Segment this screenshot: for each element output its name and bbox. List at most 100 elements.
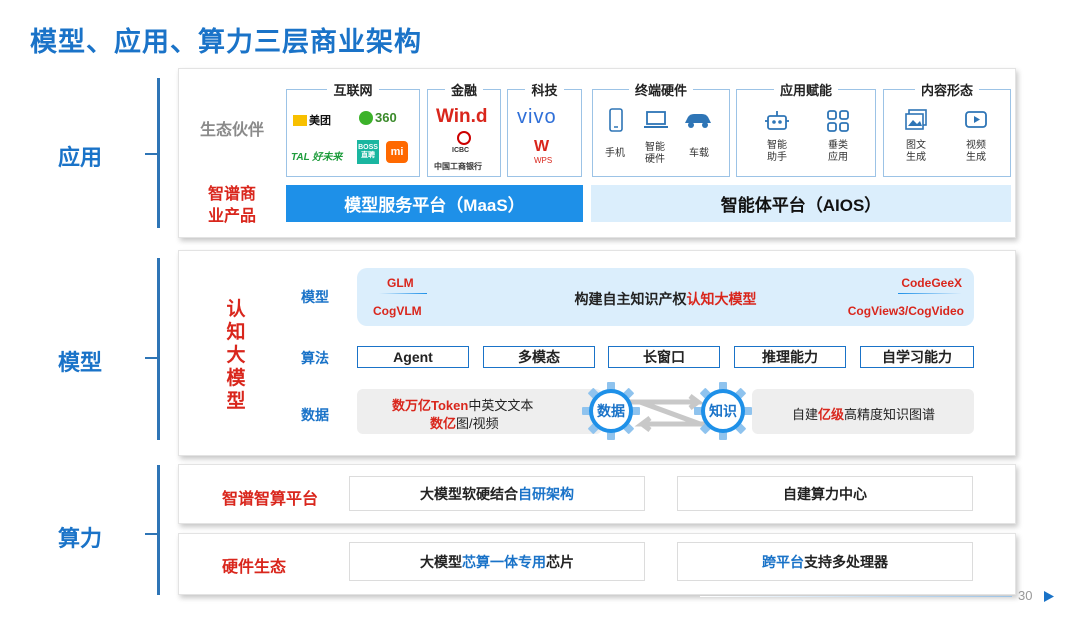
models-pill: GLM CogVLM CodeGeeX CogView3/CogVideo 构建… [357,268,974,326]
data-left-line1: 数万亿Token中英文文本 [392,395,533,414]
algo-self-learning: 自学习能力 [860,346,974,368]
content-item-video: 视频生成 [966,140,986,163]
360-logo-text: 360 [375,110,397,125]
xiaomi-logo: mi [386,141,408,163]
boss-logo: BOSS 直聘 [357,140,379,164]
model-cogvlm: CogVLM [373,304,422,318]
hardware-box-2: 跨平台支持多处理器 [677,542,973,581]
app-bracket-tick [145,153,157,155]
gear-knowledge: 知识 [701,389,745,433]
compute-bracket-tick [145,533,157,535]
compute-platform-box-1-pre: 大模型软硬结合 [420,485,518,502]
data-right-post: 高精度知识图谱 [844,407,936,422]
group-tech-title: 科技 [525,83,564,98]
icbc-logo [457,131,471,145]
cognitive-char-5: 型 [226,391,246,412]
laptop-icon [644,111,668,128]
compute-platform-box-1-highlight: 自研架构 [518,485,574,502]
icbc-cn-text: 中国工商银行 [434,162,482,171]
model-glm: GLM [387,276,414,290]
layer-label-model: 模型 [58,350,103,375]
360-logo: 360 [359,110,397,125]
data-right-highlight: 亿级 [818,407,845,422]
cognitive-char-2: 知 [226,322,246,343]
data-left-line1-highlight: 数万亿Token [392,398,469,413]
terminal-item-vehicle: 车载 [689,148,709,159]
phone-icon [609,108,623,132]
group-internet-title: 互联网 [327,83,379,98]
group-content-title: 内容形态 [914,83,979,98]
algo-long-context: 长窗口 [608,346,720,368]
hardware-box-2-post: 支持多处理器 [804,553,888,570]
aios-platform-bar: 智能体平台（AIOS） [591,185,1011,222]
meituan-logo-text: 美团 [309,115,331,127]
data-right-pill: 自建亿级高精度知识图谱 [752,389,974,434]
model-codegeex: CodeGeeX [901,276,962,290]
gear-data: 数据 [589,389,633,433]
page-number: 30 [1018,588,1033,603]
cognitive-model-label: 认 知 大 模 型 [225,298,247,413]
model-center-text: 构建自主知识产权认知大模型 [357,289,974,309]
compute-platform-box-1: 大模型软硬结合自研架构 [349,476,645,511]
terminal-item-smart-hw: 智能硬件 [645,142,665,165]
group-empower-title: 应用赋能 [773,83,838,98]
hardware-box-1: 大模型芯算一体专用芯片 [349,542,645,581]
page-number-divider [700,596,1012,597]
image-text-icon [905,109,927,130]
group-tech: 科技 vivo W WPS [507,83,582,177]
robot-icon [765,111,789,130]
row-label-model: 模型 [301,289,329,305]
terminal-item-phone: 手机 [605,148,625,159]
partners-label: 生态伙伴 [200,122,265,139]
wps-icon: W [534,138,550,155]
apps-grid-icon [827,110,849,132]
empower-item-vertical: 垂类应用 [828,140,848,163]
model-bracket-tick [145,357,157,359]
next-arrow-icon [1044,591,1054,602]
compute-platform-label: 智谱智算平台 [222,491,319,508]
cognitive-char-1: 认 [226,299,246,320]
boss-logo-text: BOSS 直聘 [358,144,378,159]
cognitive-char-3: 大 [226,345,246,366]
wps-logo-text: WPS [534,156,553,165]
data-left-line2-highlight: 数亿 [430,416,457,431]
page-title: 模型、应用、算力三层商业架构 [30,27,422,57]
meituan-logo: 美团 [293,112,331,128]
model-center-pre: 构建自主知识产权 [574,291,687,307]
icbc-text: ICBC [452,147,470,154]
wind-logo: Win.d [436,106,488,127]
model-center-highlight: 认知大模型 [686,291,757,307]
hardware-box-1-pre: 大模型 [420,553,462,570]
data-right-text: 自建亿级高精度知识图谱 [792,404,935,423]
group-finance-title: 金融 [444,83,483,98]
model-codegeex-underline [898,293,962,294]
model-glm-underline [379,293,427,294]
content-item-image-text: 图文生成 [906,140,926,163]
group-content: 内容形态 图文生成 视频生成 [883,83,1011,177]
video-play-icon [965,111,987,128]
layer-label-compute: 算力 [58,526,103,551]
data-left-line2-text: 图/视频 [456,416,499,431]
algo-reasoning: 推理能力 [734,346,846,368]
model-bracket [157,258,160,440]
group-internet: 互联网 美团 360 TAL 好未来 BOSS 直聘 mi [286,83,420,177]
data-right-pre: 自建 [792,407,819,422]
row-label-data: 数据 [301,407,329,423]
products-label-2: 业产品 [208,208,257,225]
group-terminal-title: 终端硬件 [628,83,693,98]
data-left-line2: 数亿图/视频 [430,413,499,432]
xiaomi-logo-text: mi [390,146,404,158]
model-cogview: CogView3/CogVideo [847,304,964,318]
cognitive-char-4: 模 [226,368,246,389]
group-empower: 应用赋能 智能助手 垂类应用 [736,83,876,177]
cycle-arrows-icon [628,394,712,432]
products-label-1: 智谱商 [208,186,257,203]
car-icon [685,114,711,128]
row-label-algo: 算法 [301,350,329,366]
group-finance: 金融 Win.d ICBC 中国工商银行 [427,83,501,177]
compute-bracket [157,465,160,595]
hardware-box-2-highlight: 跨平台 [762,553,804,570]
algo-agent: Agent [357,346,469,368]
layer-label-app: 应用 [58,145,103,170]
hardware-box-1-highlight: 芯算一体专用 [462,553,546,570]
